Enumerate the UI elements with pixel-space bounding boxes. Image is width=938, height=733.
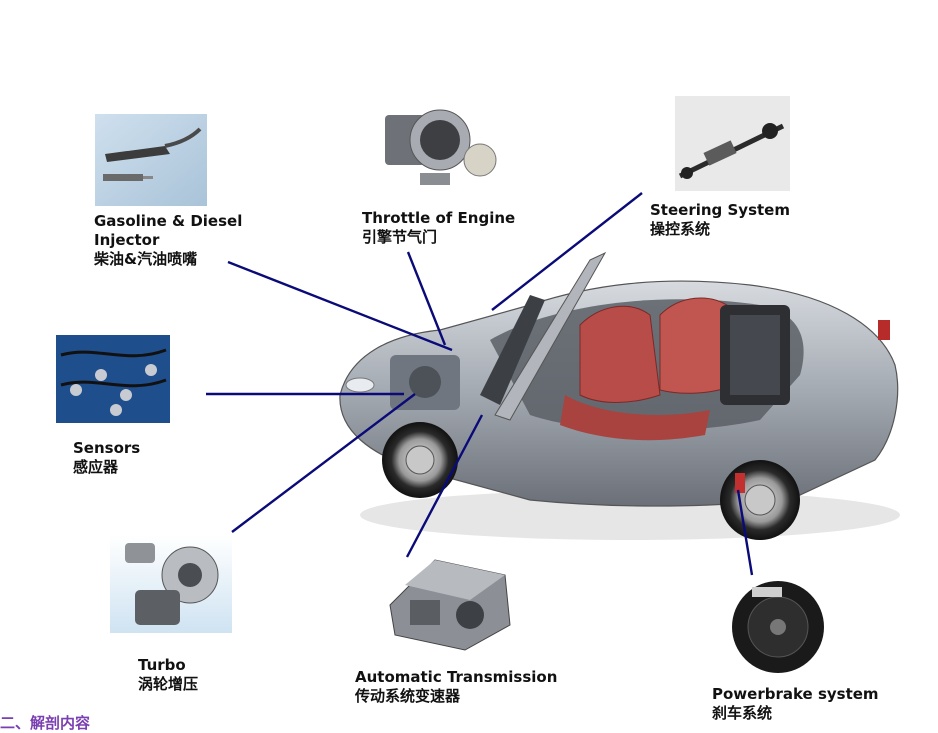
turbo-image bbox=[110, 535, 232, 633]
injector-leader-line bbox=[227, 260, 453, 352]
turbo-label: Turbo 涡轮增压 bbox=[138, 656, 198, 694]
powerbrake-leader-line bbox=[736, 489, 754, 576]
injector-label-en1: Gasoline & Diesel bbox=[94, 212, 243, 230]
turbo-label-cn: 涡轮增压 bbox=[138, 675, 199, 693]
car-cutaway-image bbox=[330, 245, 905, 545]
turbo-label-en: Turbo bbox=[138, 656, 186, 674]
steering-leader-line bbox=[491, 192, 643, 311]
throttle-image bbox=[370, 95, 500, 195]
steering-image bbox=[675, 96, 790, 191]
sensors-label-en: Sensors bbox=[73, 439, 141, 457]
throttle-leader-line bbox=[406, 251, 447, 346]
throttle-label-cn: 引擎节气门 bbox=[362, 228, 438, 246]
transmission-image bbox=[375, 545, 520, 660]
powerbrake-label: Powerbrake system 刹车系统 bbox=[712, 685, 879, 723]
injector-image bbox=[95, 114, 207, 206]
transmission-leader-line bbox=[405, 414, 484, 558]
sensors-label-cn: 感应器 bbox=[73, 458, 119, 476]
steering-label: Steering System 操控系统 bbox=[650, 201, 790, 239]
steering-label-en: Steering System bbox=[650, 201, 790, 219]
sensors-label: Sensors 感应器 bbox=[73, 439, 140, 477]
throttle-label: Throttle of Engine 引擎节气门 bbox=[362, 209, 515, 247]
turbo-leader-line bbox=[231, 393, 416, 533]
sensors-image bbox=[56, 335, 170, 423]
transmission-label-cn: 传动系统变速器 bbox=[355, 687, 461, 705]
transmission-label-en: Automatic Transmission bbox=[355, 668, 558, 686]
powerbrake-image bbox=[722, 572, 834, 680]
injector-label: Gasoline & Diesel Injector 柴油&汽油喷嘴 bbox=[94, 212, 242, 269]
throttle-label-en: Throttle of Engine bbox=[362, 209, 516, 227]
footer-heading: 二、解剖内容 bbox=[0, 714, 91, 732]
powerbrake-label-cn: 刹车系统 bbox=[712, 704, 773, 722]
steering-label-cn: 操控系统 bbox=[650, 220, 711, 238]
transmission-label: Automatic Transmission 传动系统变速器 bbox=[355, 668, 557, 706]
injector-label-en2: Injector bbox=[94, 231, 160, 249]
powerbrake-label-en: Powerbrake system bbox=[712, 685, 879, 703]
injector-label-cn: 柴油&汽油喷嘴 bbox=[94, 250, 198, 268]
